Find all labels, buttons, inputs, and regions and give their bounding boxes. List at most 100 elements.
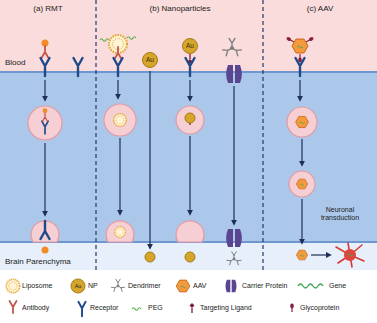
- gold-particle: [185, 252, 195, 262]
- vesicle: [28, 106, 62, 140]
- endothelial-layer: [0, 72, 377, 242]
- vesicle: [287, 107, 317, 137]
- gold-nanoparticle: Au: [142, 52, 158, 68]
- legend-symbol-text: Au: [75, 283, 82, 289]
- receptor-symbol: [74, 58, 83, 76]
- path-arrow: [233, 86, 234, 224]
- legend-text: Dendrimer: [128, 282, 161, 290]
- legend-icon: [6, 279, 20, 293]
- legend-icon: [225, 280, 236, 293]
- legend-text: Carrier Protein: [242, 282, 288, 290]
- path-arrow: [44, 80, 45, 100]
- receptor-symbol: [296, 58, 305, 76]
- path-arrow: [117, 80, 118, 98]
- parenchyma-band: Brain Parenchyma: [0, 242, 377, 270]
- region-label: Brain Parenchyma: [5, 258, 71, 267]
- receptor-complex: [42, 108, 48, 134]
- legend-text: PEG: [148, 304, 163, 312]
- process-note-holder: Neuronal transduction: [310, 206, 370, 221]
- receptor-symbol: [114, 58, 123, 76]
- panel-divider: [262, 0, 263, 270]
- legend-icon: [132, 308, 141, 311]
- path-arrow: [189, 80, 190, 100]
- gold-particle: [145, 252, 155, 262]
- gold-nanoparticle: Au: [182, 38, 198, 54]
- particle-label: Au: [146, 56, 154, 63]
- vesicle: [289, 171, 315, 197]
- membrane-line: [0, 71, 377, 73]
- panel-heading: (a) RMT: [33, 5, 62, 14]
- neuron-symbol: [336, 243, 364, 267]
- path-arrow: [301, 199, 302, 243]
- liposome-symbol: [115, 227, 126, 238]
- antibody-symbol: [42, 46, 49, 58]
- path-arrow: [299, 80, 300, 100]
- gold-particle: [185, 113, 195, 123]
- particle-label: Au: [186, 42, 194, 49]
- legend-icon: [290, 304, 294, 312]
- legend-entry: AAV: [193, 282, 207, 290]
- fusing-vesicle: [176, 221, 204, 242]
- path-arrow: [119, 138, 120, 214]
- legend-entry: Carrier Protein: [242, 282, 288, 290]
- legend-text: Liposome: [22, 282, 52, 290]
- legend-entry: NP: [88, 282, 98, 290]
- vesicle: [176, 106, 204, 134]
- legend-entry: Liposome: [22, 282, 52, 290]
- carrier-protein-symbol: [226, 65, 242, 83]
- path-arrow: [44, 143, 45, 215]
- legend-entry: Gene: [329, 282, 346, 290]
- fusing-vesicle: [31, 221, 59, 242]
- receptor-symbol: [41, 58, 50, 76]
- legend-text: Targeting Ligand: [200, 304, 252, 312]
- panel-divider: [95, 0, 96, 270]
- antibody-symbol: [115, 47, 122, 59]
- aav-symbol: [296, 179, 307, 189]
- dendrimer-symbol: [227, 252, 241, 265]
- path-arrow: [189, 136, 190, 214]
- dendrimer-symbol: [223, 38, 242, 55]
- legend-entry: PEG: [148, 304, 163, 312]
- fusing-vesicle: [106, 221, 134, 242]
- receptor-symbol: [41, 221, 50, 239]
- carrier-protein-symbol: [226, 229, 242, 247]
- panel-heading: (c) AAV: [307, 5, 334, 14]
- legend-entry: Glycoprotein: [300, 304, 339, 312]
- process-note: Neuronal transduction: [310, 206, 370, 221]
- cargo-dot: [42, 247, 49, 254]
- vesicle: [104, 104, 136, 136]
- peg-symbol: [127, 37, 136, 40]
- legend-icon: [298, 284, 323, 288]
- legend-icon: [190, 303, 195, 313]
- legend-icon: [111, 279, 124, 291]
- legend-text: Glycoprotein: [300, 304, 339, 312]
- legend-text: Gene: [329, 282, 346, 290]
- peg-symbol: [100, 39, 109, 42]
- path-arrow: [301, 139, 302, 165]
- panel-heading: (b) Nanoparticles: [150, 5, 211, 14]
- legend-symbol-text-holder: Au: [75, 283, 82, 289]
- path-arrow: [149, 71, 150, 248]
- panel-heading-holder: (c) AAV: [307, 5, 334, 14]
- legend-icon: [10, 301, 17, 313]
- panel-heading-holder: (b) Nanoparticles: [150, 5, 211, 14]
- legend-icon: [78, 302, 85, 316]
- legend-text: AAV: [193, 282, 207, 290]
- legend-text: Antibody: [22, 304, 49, 312]
- glycoprotein-symbol: [298, 54, 302, 62]
- legend-text: Receptor: [90, 304, 118, 312]
- legend-entry: Dendrimer: [128, 282, 161, 290]
- aav-symbol: [296, 116, 309, 127]
- legend-icon: [71, 279, 85, 293]
- legend-entry: Antibody: [22, 304, 49, 312]
- liposome-symbol: [114, 114, 127, 127]
- legend-entry: Receptor: [90, 304, 118, 312]
- receptor-symbol: [186, 58, 195, 76]
- path-arrow: [311, 254, 330, 255]
- legend-text: NP: [88, 282, 98, 290]
- region-label: Blood: [5, 59, 25, 68]
- panel-heading-holder: (a) RMT: [33, 5, 62, 14]
- aav-symbol: [292, 39, 308, 53]
- legend-icon: [176, 280, 190, 292]
